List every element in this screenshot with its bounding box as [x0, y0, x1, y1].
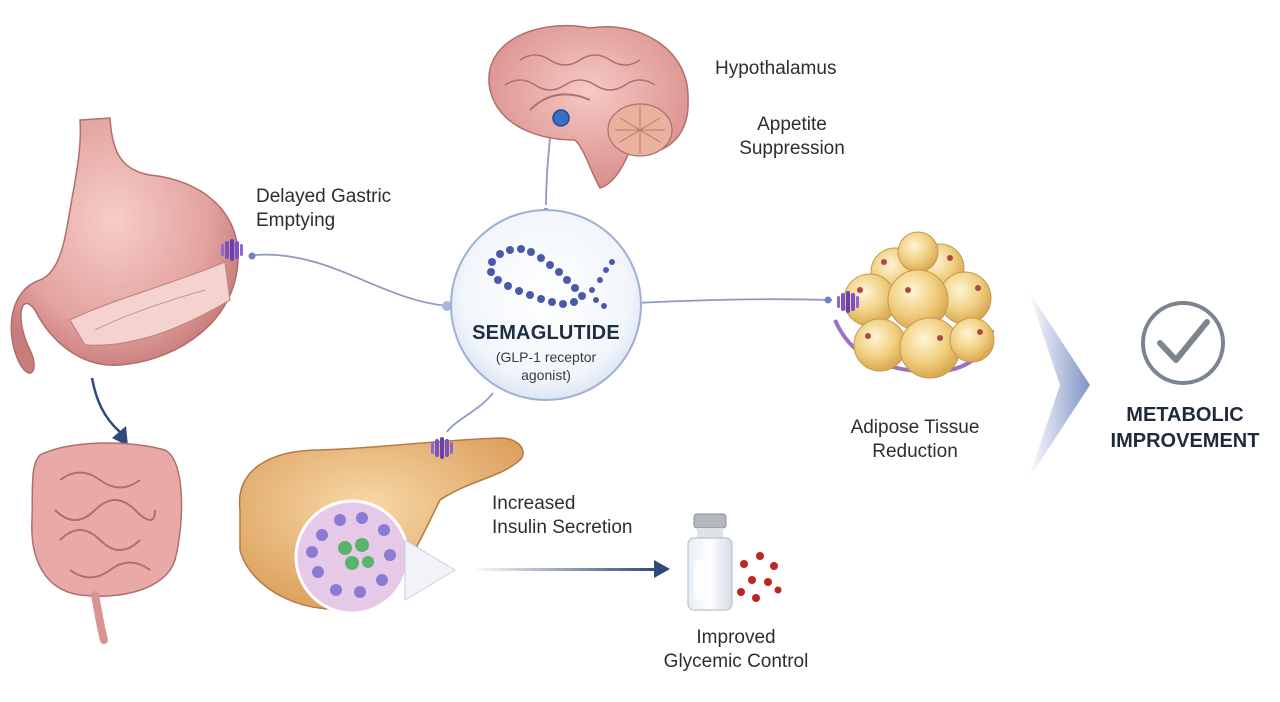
outcome-label: METABOLIC IMPROVEMENT	[1110, 404, 1260, 452]
drug-name: SEMAGLUTIDE	[472, 322, 620, 344]
connector-node	[442, 301, 452, 311]
arrow-insulin-to-vial	[470, 560, 670, 578]
connector-brain	[545, 137, 551, 206]
stomach-illustration	[10, 117, 239, 374]
checkmark-icon	[1141, 301, 1225, 385]
intestine-illustration	[31, 442, 183, 644]
label-appetite-suppression: Appetite Suppression	[739, 114, 845, 159]
zoom-callout	[404, 539, 456, 601]
connector-pancreas	[446, 392, 494, 433]
adipose-illustration	[833, 231, 995, 379]
label-delayed-gastric-emptying: Delayed Gastric Emptying	[256, 186, 392, 231]
label-increased-insulin-secretion: Increased Insulin Secretion	[492, 493, 633, 538]
glucose-dots	[737, 552, 782, 602]
hypothalamus-marker	[552, 109, 570, 127]
chevron-arrow	[1028, 290, 1090, 480]
connector-node	[248, 252, 256, 260]
vial-icon	[687, 513, 733, 611]
connector-adipose	[633, 298, 833, 304]
brain-illustration	[488, 24, 689, 189]
label-hypothalamus: Hypothalamus	[715, 58, 837, 79]
drug-subtitle: (GLP-1 receptor agonist)	[495, 349, 597, 383]
molecule-icon	[487, 245, 615, 309]
arrow-stomach-to-intestine	[90, 377, 128, 446]
connector-node	[824, 296, 832, 304]
label-improved-glycemic-control: Improved Glycemic Control	[663, 627, 809, 672]
pancreas-illustration	[238, 437, 524, 615]
semaglutide-node	[450, 209, 642, 401]
label-adipose-tissue-reduction: Adipose Tissue Reduction	[850, 417, 980, 462]
connector-stomach	[254, 253, 449, 307]
